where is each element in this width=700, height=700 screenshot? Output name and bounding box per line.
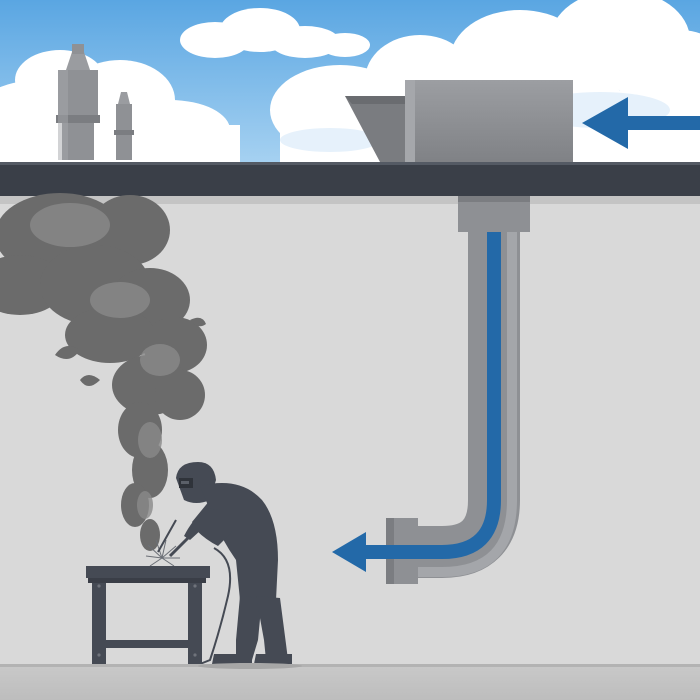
welding-cable <box>199 547 232 665</box>
floor <box>0 664 700 700</box>
floor-line <box>0 664 700 667</box>
roof-exhaust-stack-small <box>114 92 134 160</box>
welding-table <box>86 566 210 664</box>
welder-visor <box>179 478 193 488</box>
table-bolts <box>97 584 197 657</box>
roof-edge-line <box>0 162 700 165</box>
supply-airflow-line <box>380 232 501 559</box>
air-intake-hood <box>345 80 573 164</box>
welder-silhouette <box>176 462 292 664</box>
cloud-small <box>180 8 370 58</box>
wall-top-shadow <box>0 196 700 204</box>
ceiling-duct-collar <box>458 196 530 232</box>
roof-exhaust-stack-large <box>56 44 100 160</box>
roof-slab <box>0 162 700 196</box>
welder-shadow <box>198 663 302 669</box>
arrow-left-icon <box>582 97 700 149</box>
welding-torch <box>168 536 190 558</box>
supply-duct-shade <box>418 232 517 577</box>
smoke-highlights <box>30 203 180 519</box>
arrow-left-icon <box>332 532 420 572</box>
welding-rod <box>157 519 177 553</box>
